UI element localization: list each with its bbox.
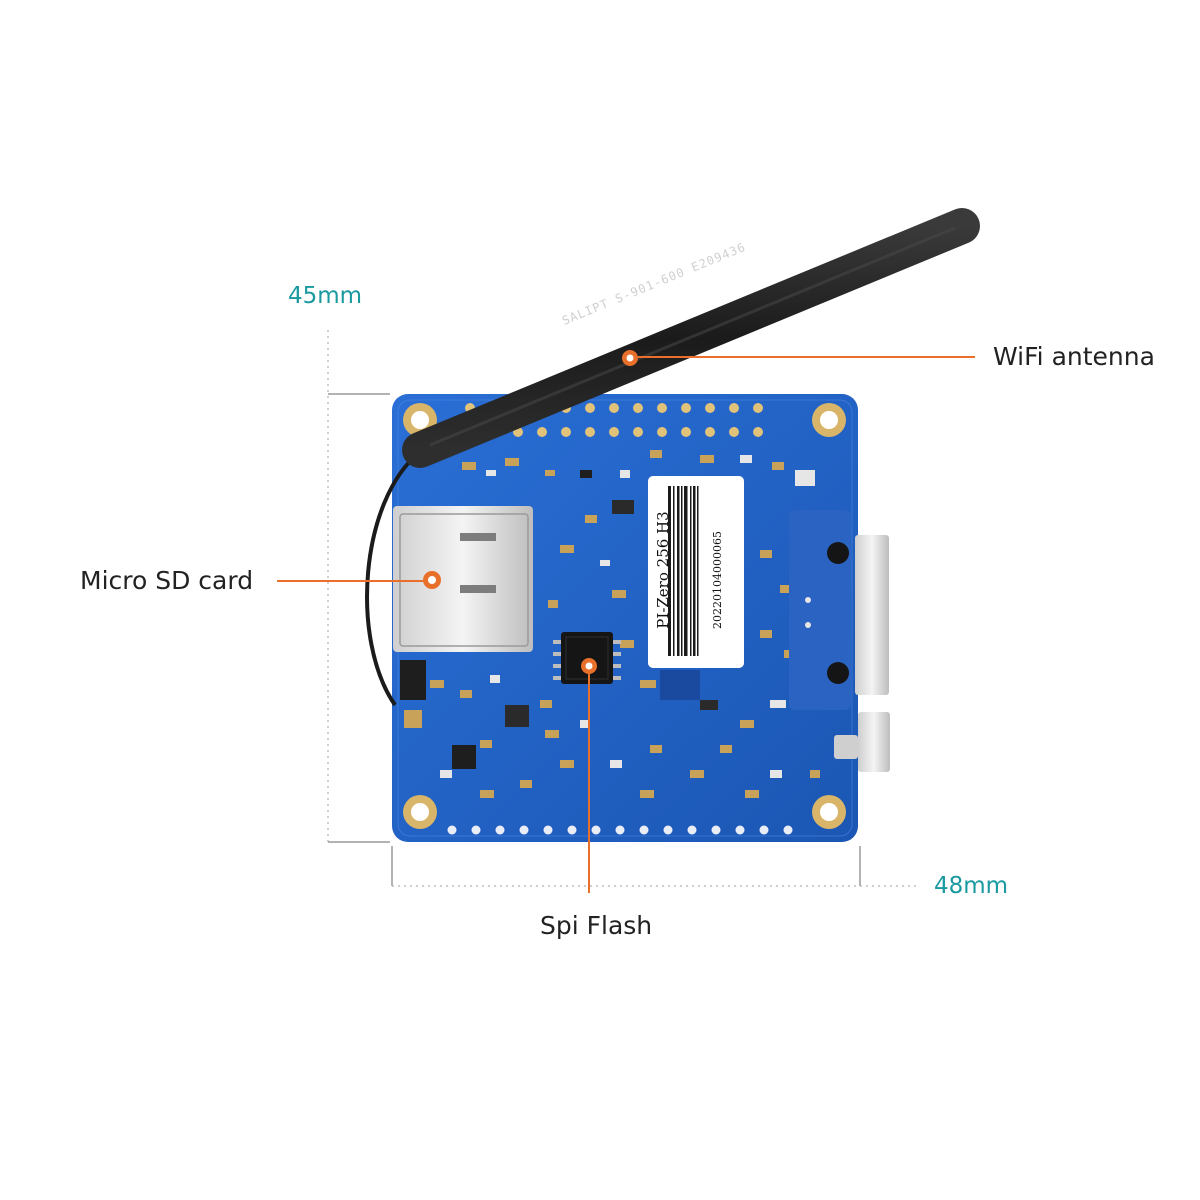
bottom-pins bbox=[447, 825, 793, 835]
pcb-board bbox=[392, 394, 890, 842]
spi-flash-marker bbox=[581, 658, 597, 674]
width-dimension bbox=[391, 846, 918, 887]
barcode bbox=[668, 486, 699, 656]
antenna-cable bbox=[365, 450, 422, 707]
callout-spi-flash: Spi Flash bbox=[540, 911, 653, 940]
spi-flash-chip bbox=[553, 632, 621, 684]
board-serial-number: 20220104000065 bbox=[711, 531, 724, 629]
callout-lines bbox=[277, 356, 975, 893]
width-dimension-label: 48mm bbox=[934, 873, 1009, 899]
height-dimension-label: 45mm bbox=[288, 283, 363, 309]
board-model-label: PI-Zero 256 H3 bbox=[654, 511, 672, 629]
ethernet-port bbox=[789, 510, 889, 710]
height-dimension bbox=[327, 330, 390, 843]
wifi-antenna bbox=[402, 208, 980, 468]
callout-wifi-antenna: WiFi antenna bbox=[993, 342, 1155, 371]
micro-sd-slot bbox=[393, 506, 533, 652]
serial-label-sticker bbox=[648, 476, 744, 668]
usb-port bbox=[834, 712, 890, 772]
callout-micro-sd-card: Micro SD card bbox=[80, 566, 254, 595]
mounting-holes bbox=[403, 403, 846, 829]
